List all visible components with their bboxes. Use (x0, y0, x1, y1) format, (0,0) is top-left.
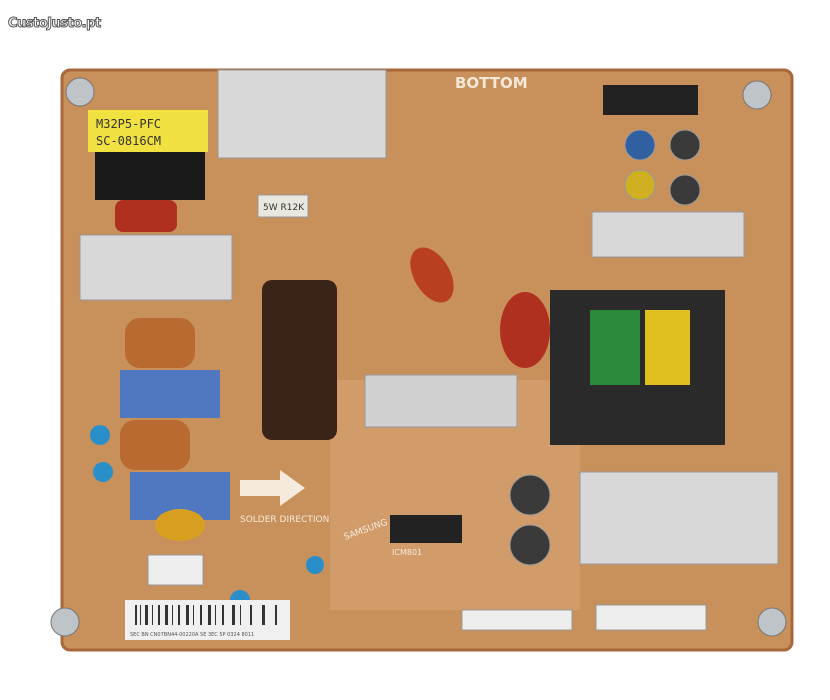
mounting-lug-icon (50, 77, 787, 637)
transformer-winding-green (590, 310, 640, 385)
barcode-text: SEC BN CN07BN44-00220A SE 3EC 5P 0324 80… (130, 632, 254, 638)
transformer-label-line2: SC-0816CM (96, 134, 161, 148)
silkscreen-bottom: BOTTOM (455, 74, 528, 92)
pfc-transformer (95, 150, 205, 200)
connector (603, 85, 698, 115)
heatsink (217, 69, 387, 159)
film-capacitor (115, 200, 177, 232)
connector (147, 554, 204, 586)
common-mode-choke (125, 318, 195, 368)
bulk-capacitor (262, 280, 337, 440)
solder-direction-text: SOLDER DIRECTION (240, 515, 329, 525)
heatsink (579, 471, 779, 565)
heatsink (591, 211, 745, 258)
film-capacitor (500, 292, 550, 368)
power-resistor (257, 194, 309, 218)
transformer-label (88, 110, 208, 152)
resistor-label: 5W R12K (263, 203, 305, 213)
disc-capacitor (155, 509, 205, 541)
solder-direction-arrow-icon (240, 470, 305, 506)
heatsink (364, 374, 518, 428)
watermark-logo: CustoJusto.pt (8, 16, 102, 32)
x-capacitor (120, 370, 220, 418)
connector (461, 609, 573, 631)
electrolytic-capacitor (509, 129, 701, 566)
common-mode-choke (120, 420, 190, 470)
heatsink (79, 234, 233, 301)
ic-chip (390, 515, 462, 543)
transformer-winding-yellow (645, 310, 690, 385)
connector (595, 604, 707, 631)
ic-label: ICM801 (392, 548, 422, 557)
film-capacitor (410, 247, 454, 303)
barcode (135, 605, 277, 625)
transformer-label-line1: M32P5-PFC (96, 117, 161, 131)
